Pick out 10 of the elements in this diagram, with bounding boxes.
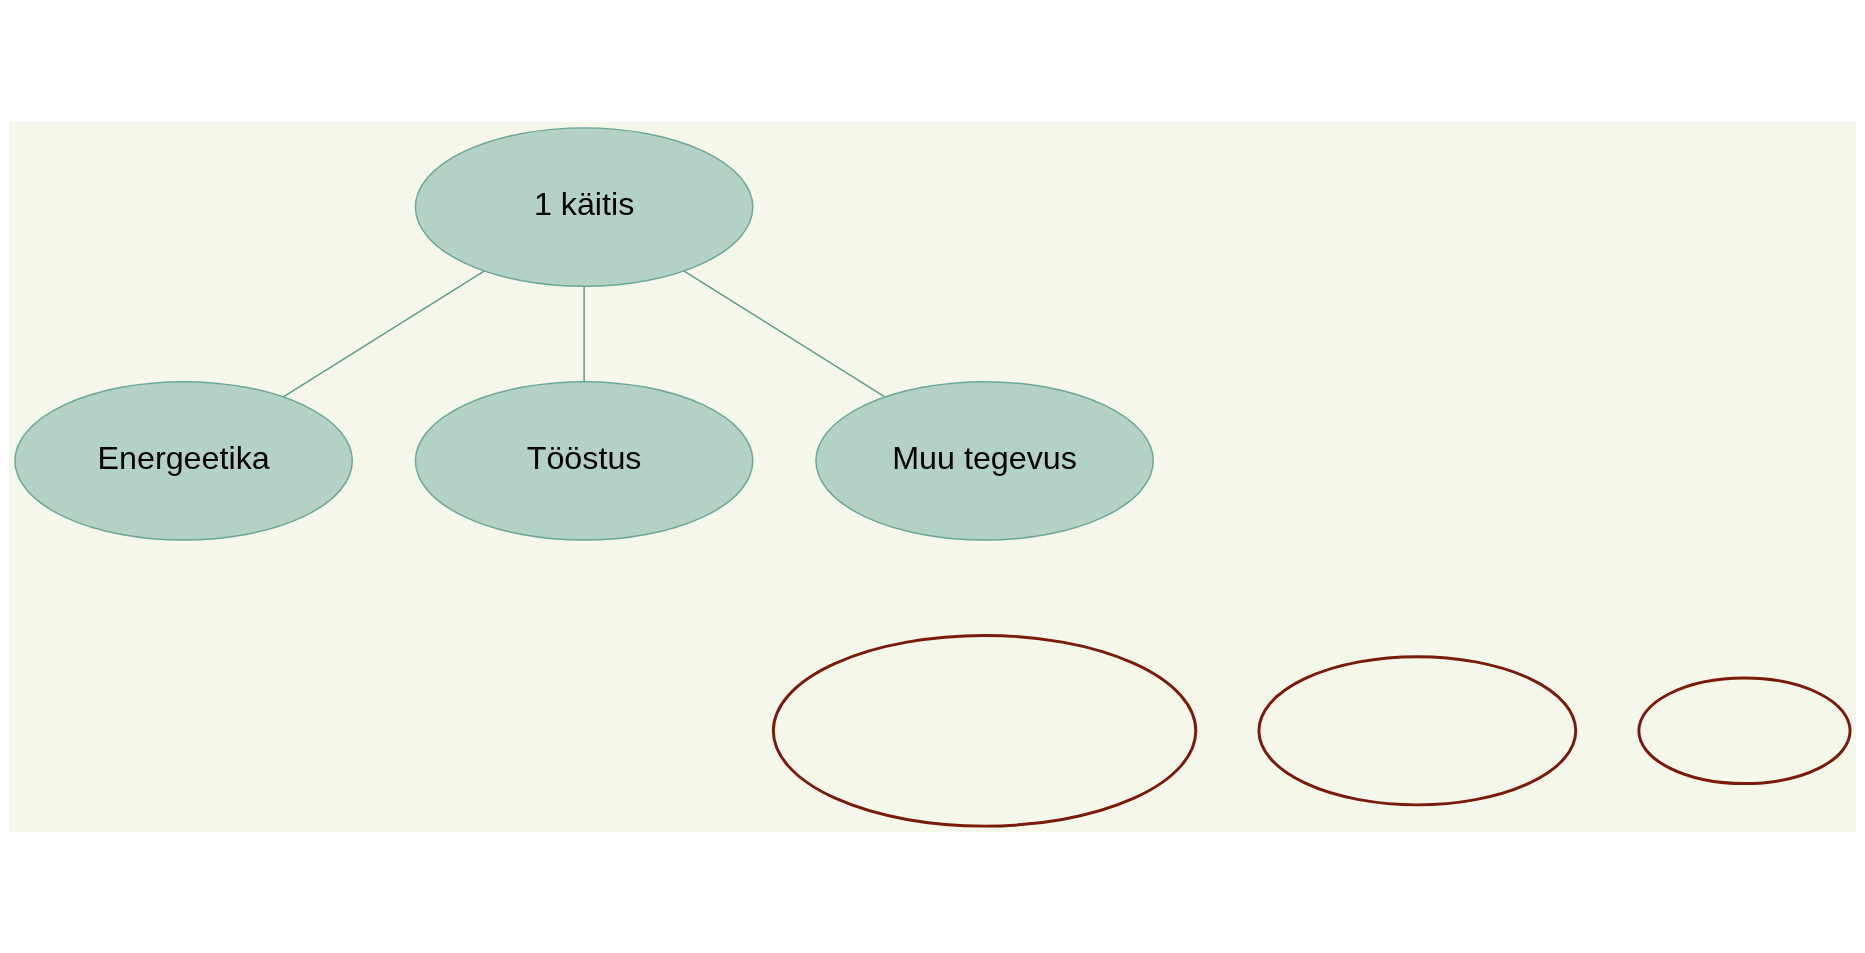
node-ellipse: 1 käitis bbox=[414, 126, 754, 287]
node-ellipse bbox=[771, 633, 1198, 828]
node-ellipse: Energeetika bbox=[14, 380, 354, 541]
connector bbox=[683, 269, 886, 397]
node-ellipse bbox=[1637, 676, 1852, 785]
node-ellipse bbox=[1257, 654, 1578, 806]
connector bbox=[283, 269, 485, 397]
connector bbox=[583, 285, 585, 382]
node-ellipse: Tööstus bbox=[414, 380, 754, 541]
node-ellipse: Muu tegevus bbox=[815, 380, 1154, 541]
